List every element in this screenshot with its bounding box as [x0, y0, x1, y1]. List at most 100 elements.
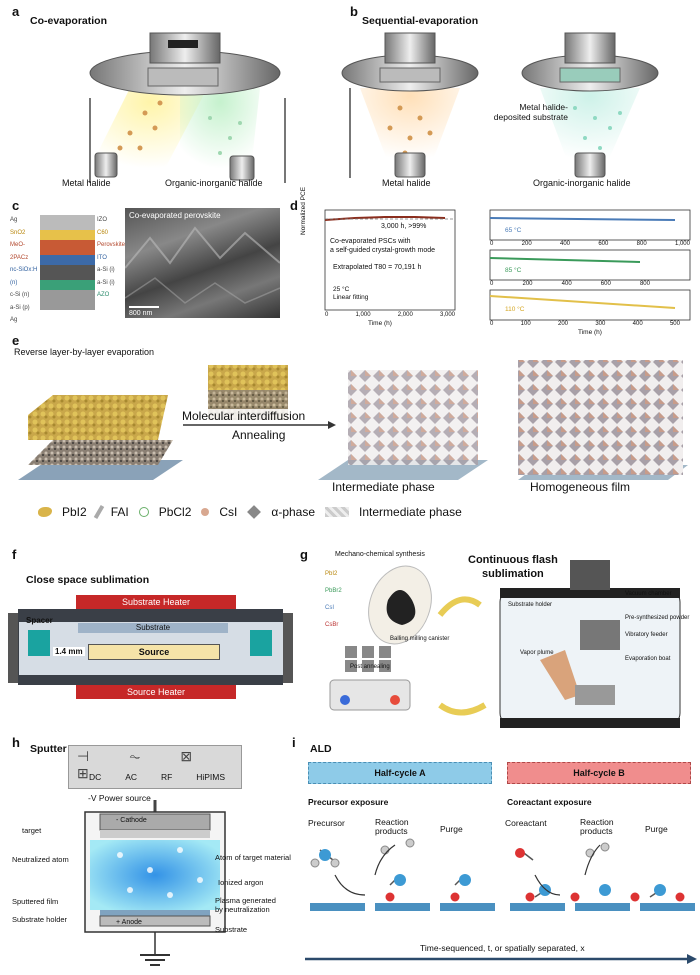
- panel-g-title-2: sublimation: [482, 568, 544, 581]
- precursor-pbi2: PbI2: [325, 571, 338, 577]
- legend-fai: FAI: [110, 505, 129, 519]
- d-xtick: 800: [636, 241, 647, 247]
- d-xtick: 2,000: [397, 312, 413, 318]
- part-vapor-plume: Vapor plume: [520, 650, 554, 656]
- stability-plots: [324, 209, 691, 321]
- close-space-sublimation-diagram: Substrate Heater Substrate Source Spacer…: [8, 587, 293, 707]
- spacer-left: [28, 630, 50, 656]
- stack-left-label: nc-SiOx:H (n): [10, 267, 38, 286]
- power-ac: AC: [125, 772, 137, 782]
- h-label-ionized-argon: Ionized argon: [218, 878, 264, 887]
- stack-right-label: ITO: [97, 254, 107, 261]
- flash-sublimation-illustration: [329, 560, 681, 728]
- stack-left-label: c-Si (n): [10, 292, 30, 298]
- source-heater: Source Heater: [76, 685, 236, 699]
- legend-intermediate: Intermediate phase: [359, 505, 462, 519]
- panel-e-letter: e: [12, 333, 20, 348]
- bolt-left: [8, 613, 18, 683]
- plot-left-series: [324, 216, 446, 221]
- d-ylabel-left: Normalized PCE: [300, 186, 307, 235]
- part-evaporation-boat: Evaporation boat: [625, 656, 671, 662]
- power-dc: DC: [88, 772, 102, 782]
- power-source-label: -V Power source: [88, 793, 151, 803]
- panel-f-title: Close space sublimation: [26, 574, 150, 586]
- part-vibratory-feeder: Vibratory feeder: [625, 632, 668, 638]
- d-xtick: 0: [490, 281, 494, 287]
- d-label-110: 110 °C: [505, 306, 525, 313]
- part-vacuum-chamber: Vacuum chamber: [625, 591, 672, 597]
- plot-r3-frame: [489, 289, 691, 321]
- legend-csi: CsI: [219, 505, 238, 519]
- d-xtick: 100: [520, 321, 531, 327]
- precursor-csi: CsI: [325, 605, 334, 611]
- ald-axis-arrow: [305, 954, 697, 964]
- panel-c-letter: c: [12, 198, 20, 213]
- d-xtick: 0: [490, 321, 494, 327]
- power-hipims: HiPIMS: [196, 772, 226, 782]
- precursor-pbbr2: PbBr2: [325, 588, 342, 594]
- pbi2-icon: [38, 507, 52, 517]
- legend-pbcl2: PbCl2: [158, 505, 192, 519]
- gap-label: 1.4 mm: [53, 647, 85, 656]
- b-label-coreactant: Coreactant: [505, 818, 547, 828]
- mech-synthesis-label: Mechano-chemical synthesis: [335, 551, 425, 558]
- a-label-reaction: Reaction products: [375, 817, 409, 837]
- b-label-purge: Purge: [645, 824, 668, 834]
- intermediate-phase-icon: [325, 507, 350, 517]
- b-label-reaction: Reaction products: [580, 817, 614, 837]
- d-legend-1: 25 °C: [333, 286, 350, 293]
- d-xtick: 3,000: [439, 312, 455, 318]
- precursor-exposure: Precursor exposure: [308, 797, 389, 807]
- d-xtick: 1,000: [674, 241, 690, 247]
- part-pre-synthesized-powder: Pre-synthesized powder: [625, 615, 690, 621]
- fai-icon: [93, 504, 104, 520]
- process-arrow-head: [328, 421, 336, 429]
- pbcl2-icon: [138, 507, 149, 517]
- arrow-label-top: Molecular interdiffusion: [180, 409, 308, 423]
- d-desc-line-1: Co-evaporated PSCs with: [330, 238, 411, 245]
- top-plate: [18, 609, 283, 621]
- h-label-plasma-2: by neutralization: [215, 905, 270, 915]
- h-label-sputtered-film: Sputtered film: [12, 897, 59, 906]
- stack-right-label: C60: [97, 229, 109, 236]
- power-icons: ⊣ ⏦ ⊠ ⊞: [77, 748, 211, 781]
- stack-left-label: SnO2: [10, 229, 26, 236]
- d-xtick: 400: [561, 281, 572, 287]
- csi-icon: [201, 508, 210, 516]
- d-xtick: 1,000: [355, 312, 371, 318]
- d-xtick: 800: [639, 281, 650, 287]
- d-xtick: 200: [522, 281, 533, 287]
- d-label-85: 85 °C: [505, 267, 522, 274]
- stack-right-label: a-Si (i): [97, 267, 115, 273]
- d-xticks-left: 0 1,000 2,000 3,000: [325, 312, 455, 318]
- legend-pbi2: PbI2: [62, 505, 87, 519]
- coreactant-exposure: Coreactant exposure: [507, 797, 592, 807]
- panel-e-legend: PbI2 FAI PbCl2 CsI α-phase Intermediate …: [38, 504, 462, 520]
- scale-bar: [129, 306, 159, 308]
- d-legend: 25 °C Linear fitting: [333, 286, 368, 303]
- panel-e-title: Reverse layer-by-layer evaporation: [14, 347, 155, 357]
- d-label-65: 65 °C: [505, 227, 522, 234]
- d-annotation: 3,000 h, >99%: [381, 223, 427, 230]
- spacer-label: Spacer: [26, 616, 53, 625]
- anode-label: + Anode: [116, 919, 142, 926]
- stack-left-label: Ag: [10, 217, 18, 223]
- a-label-precursor: Precursor: [308, 818, 345, 828]
- d-xtick: 200: [521, 241, 532, 247]
- d-legend-2: Linear fitting: [333, 294, 369, 302]
- source: Source: [88, 644, 220, 660]
- ald-cycle-diagram: [310, 838, 695, 911]
- panel-b-label-organic: Organic-inorganic halide: [533, 178, 631, 188]
- arrow-label-bottom: Annealing: [230, 428, 288, 442]
- co-evaporation-illustration: [89, 32, 286, 183]
- tandem-stack-diagram: [40, 215, 95, 310]
- stack-left-label: MeO-2PACz: [10, 242, 29, 261]
- stack-right-labels: IZO C60 Perovskite ITO a-Si (i) a-Si (i)…: [97, 214, 125, 302]
- panel-g-title-1: Continuous flash: [468, 554, 558, 566]
- power-source-box: ⊣ ⏦ ⊠ ⊞ DC AC RF HiPIMS: [68, 745, 242, 789]
- panel-b-annotation: Metal halide-deposited substrate: [493, 102, 568, 123]
- panel-b-label-metal-halide: Metal halide: [382, 178, 431, 188]
- panel-f-letter: f: [12, 547, 17, 562]
